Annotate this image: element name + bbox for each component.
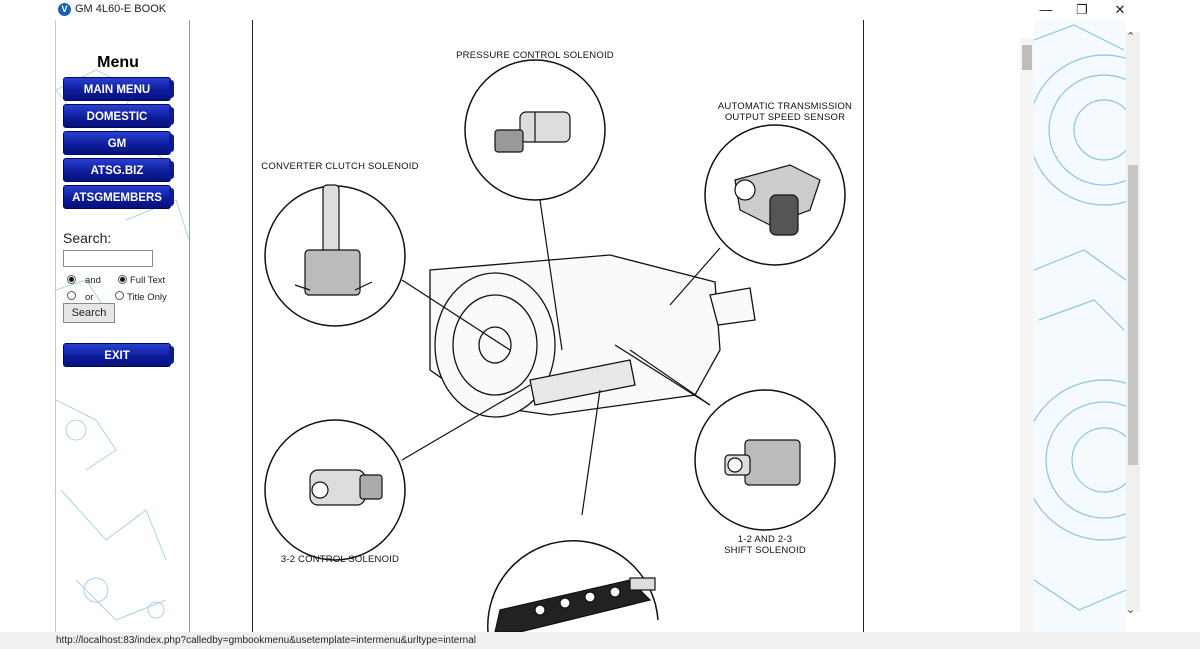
gm-button[interactable]: GM [63,131,174,155]
manual-page [252,20,864,632]
background-art [1034,24,1126,611]
atsg-biz-button[interactable]: ATSG.BIZ [63,158,174,182]
document-scrollbar[interactable] [1020,38,1034,632]
or-label: or [85,292,94,303]
full-text-radio[interactable] [118,275,127,284]
window-title: GM 4L60-E BOOK [75,3,167,15]
page-scrollbar-thumb[interactable] [1128,165,1138,465]
and-label: and [85,275,101,286]
domestic-button[interactable]: DOMESTIC [63,104,174,128]
document-frame: PRESSURE CONTROL SOLENOID AUTOMATIC TRAN… [190,20,1020,632]
transmission-diagram [264,59,846,632]
or-radio[interactable] [67,291,76,300]
menu-heading: Menu [97,54,139,71]
and-radio[interactable] [67,275,76,284]
decorative-frame [1034,20,1126,632]
app-logo-icon: V [58,3,71,16]
title-only-radio[interactable] [115,291,124,300]
search-button[interactable]: Search [63,303,115,323]
document-scrollbar-thumb[interactable] [1022,45,1032,70]
title-only-label: Title Only [127,292,167,303]
shift-solenoid-label-1: 1-2 AND 2-3 [737,534,793,545]
search-input[interactable] [63,250,153,267]
speed-sensor-callout [704,124,846,266]
maximize-button[interactable]: ❐ [1076,2,1088,17]
title-bar: V GM 4L60-E BOOK — ❐ ✕ [0,0,1200,20]
status-url: http://localhost:83/index.php?calledby=g… [56,635,476,646]
status-bar: http://localhost:83/index.php?calledby=g… [0,632,1200,649]
minimize-button[interactable]: — [1039,2,1053,17]
menu-frame: Menu MAIN MENU DOMESTIC GM ATSG.BIZ ATSG… [55,20,190,632]
converter-solenoid-label: CONVERTER CLUTCH SOLENOID [261,161,419,172]
speed-sensor-label-1: AUTOMATIC TRANSMISSION [717,101,853,112]
control-solenoid-callout [264,419,406,561]
speed-sensor-label-2: OUTPUT SPEED SENSOR [724,112,846,123]
control-solenoid-label: 3-2 CONTROL SOLENOID [280,554,400,565]
scroll-down-icon[interactable]: ⌄ [1126,604,1136,616]
atsgmembers-button[interactable]: ATSGMEMBERS [63,185,174,209]
exit-button[interactable]: EXIT [63,343,174,367]
shift-solenoid-callout [694,389,836,531]
pressure-solenoid-callout [464,59,606,201]
pressure-solenoid-label: PRESSURE CONTROL SOLENOID [456,50,614,61]
close-button[interactable]: ✕ [1114,2,1126,17]
scroll-up-icon[interactable]: ⌃ [1126,31,1136,43]
full-text-label: Full Text [130,275,166,286]
search-label: Search: [63,230,112,246]
shift-solenoid-label-2: SHIFT SOLENOID [724,545,806,556]
main-menu-button[interactable]: MAIN MENU [63,77,174,101]
